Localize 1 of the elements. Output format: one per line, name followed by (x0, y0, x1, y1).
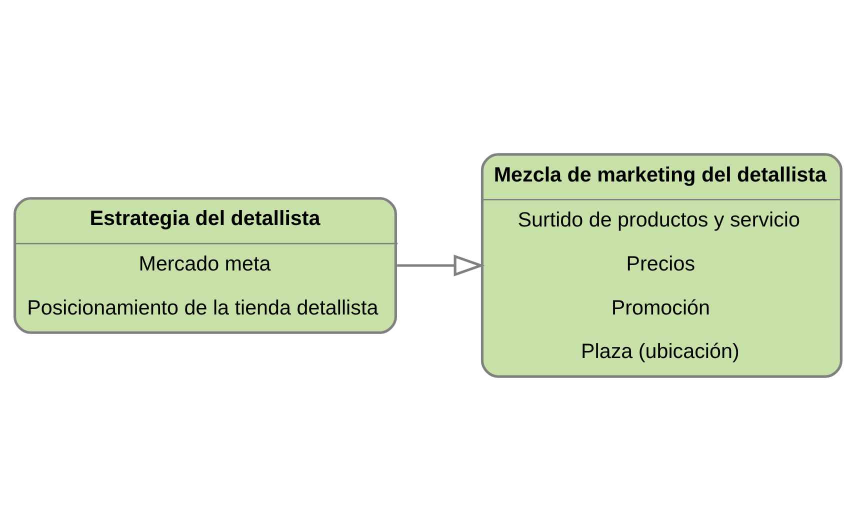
arrow (397, 254, 485, 276)
